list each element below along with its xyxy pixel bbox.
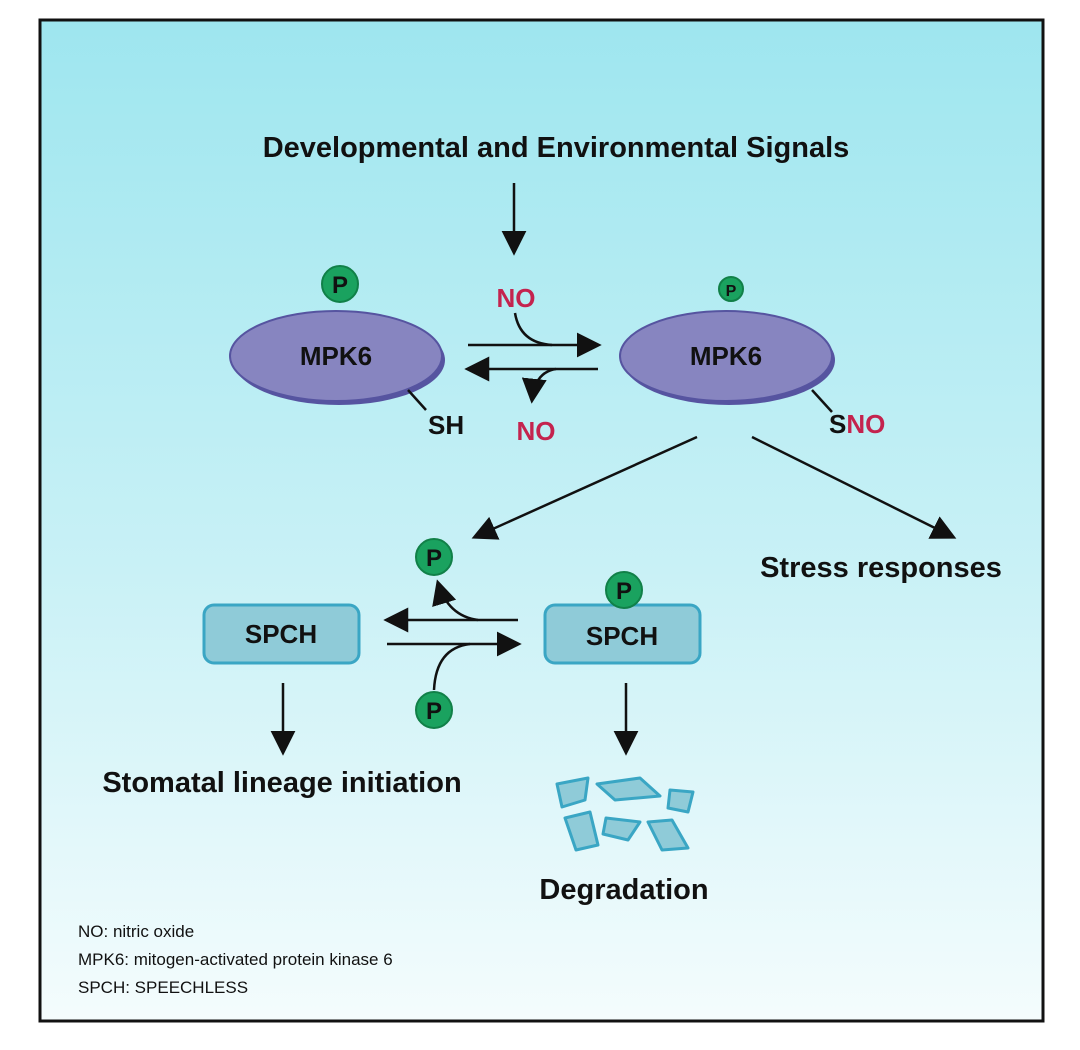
signals-title: Developmental and Environmental Signals <box>263 132 850 164</box>
phospho-mpk6-right: P <box>718 276 744 302</box>
nitrosothiol-bond <box>811 389 833 413</box>
legend-spch: SPCH: SPEECHLESS <box>78 978 248 997</box>
phospho-label: P <box>426 698 442 725</box>
nitrosothiol-group: SNO <box>829 409 885 439</box>
phospho-added: P <box>415 691 453 729</box>
degraded-spch-fragments <box>555 776 695 852</box>
thiol-bond-left <box>407 389 427 411</box>
mpk6-left-label: MPK6 <box>300 341 372 371</box>
spch-left-label: SPCH <box>245 619 317 649</box>
mpk6-right-label: MPK6 <box>690 341 762 371</box>
legend-no: NO: nitric oxide <box>78 922 194 941</box>
arrow-to-stress <box>751 435 957 539</box>
p-add-curve <box>432 642 471 691</box>
phospho-label: P <box>426 545 442 572</box>
stress-responses-label: Stress responses <box>760 552 1002 584</box>
spch-phosphorylated: SPCH <box>543 603 702 665</box>
nitrosyl-label: NO <box>846 409 885 439</box>
abbreviation-legend: NO: nitric oxide MPK6: mitogen-activated… <box>78 922 393 997</box>
sulfur-label: S <box>829 409 846 439</box>
no-reverse-label: NO <box>517 416 556 446</box>
phospho-mpk6-left: P <box>321 265 359 303</box>
phospho-label: P <box>726 283 737 300</box>
thiol-group: SH <box>428 410 464 440</box>
phospho-label: P <box>332 272 348 299</box>
no-in-curve <box>513 312 553 347</box>
p-release-curve <box>432 579 479 622</box>
arrow-to-spch <box>471 435 698 540</box>
diagram-background <box>38 18 1045 1023</box>
no-out-curve <box>521 367 557 404</box>
no-forward-label: NO <box>497 283 536 313</box>
legend-mpk6: MPK6: mitogen-activated protein kinase 6 <box>78 950 393 969</box>
phospho-spch-right: P <box>605 571 643 609</box>
stomatal-initiation-label: Stomatal lineage initiation <box>102 767 461 799</box>
spch-right-label: SPCH <box>586 621 658 651</box>
spch-unphosphorylated: SPCH <box>202 603 361 665</box>
degradation-label: Degradation <box>539 874 708 906</box>
mpk6-unmodified: MPK6 <box>229 310 445 405</box>
phospho-released: P <box>415 538 453 576</box>
phospho-label: P <box>616 578 632 605</box>
mpk6-s-nitrosylated: MPK6 <box>619 310 835 405</box>
